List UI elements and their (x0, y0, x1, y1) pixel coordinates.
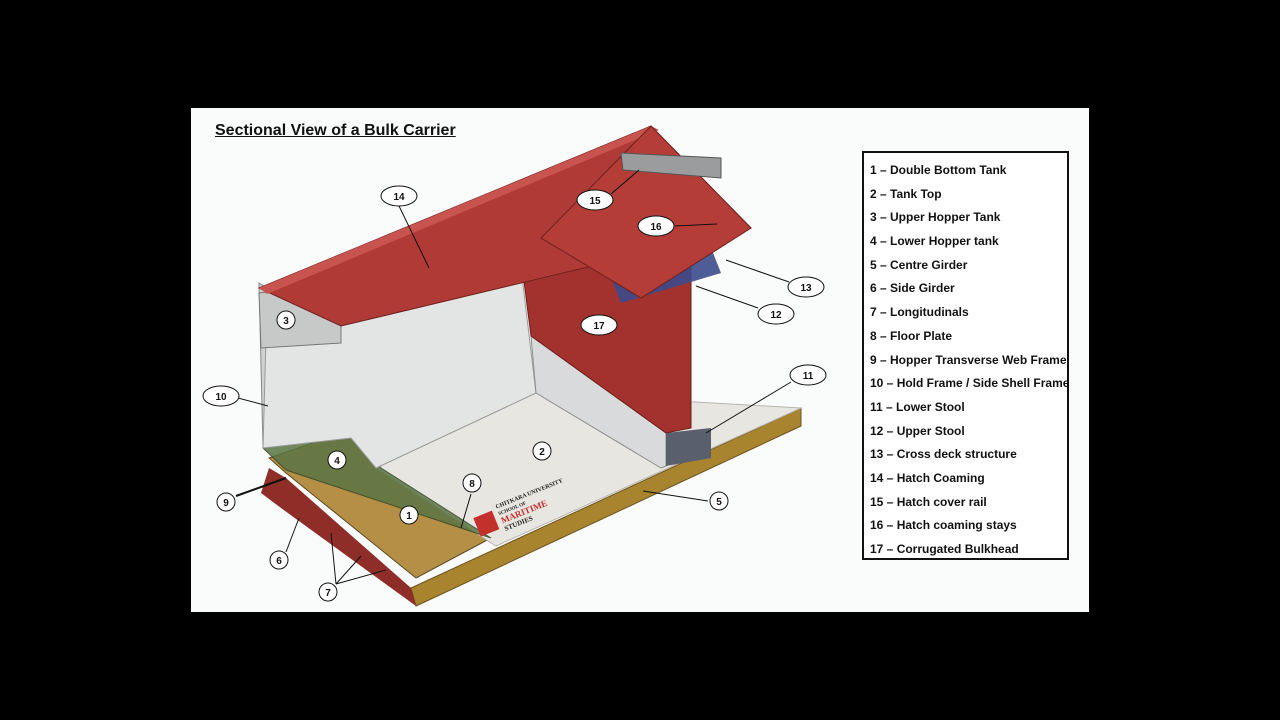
callout-2: 2 (532, 441, 552, 461)
callout-3: 3 (276, 310, 296, 330)
svg-text:12: 12 (770, 310, 782, 321)
legend-item: 17 – Corrugated Bulkhead (870, 542, 1019, 556)
callout-15: 15 (576, 169, 640, 211)
callout-9: 9 (216, 477, 287, 512)
svg-text:13: 13 (800, 283, 812, 294)
hatch-cover-rail (620, 152, 722, 179)
callout-14: 14 (380, 185, 430, 269)
callouts: 14 15 16 13 12 17 3 11 10 4 2 9 8 1 5 6 … (202, 169, 827, 602)
svg-text:11: 11 (803, 371, 814, 382)
legend-item: 3 – Upper Hopper Tank (870, 210, 1001, 225)
legend-item: 5 – Centre Girder (870, 257, 968, 272)
callout-6: 6 (269, 517, 300, 570)
svg-text:16: 16 (650, 222, 662, 233)
legend-item: 15 – Hatch cover rail (870, 494, 987, 509)
callout-17: 17 (580, 314, 618, 336)
legend-item: 11 – Lower Stool (870, 399, 965, 414)
lower-stool-base (666, 428, 711, 466)
legend-item: 2 – Tank Top (870, 186, 942, 201)
svg-text:15: 15 (589, 196, 601, 207)
callout-5: 5 (642, 490, 729, 511)
diagram-title: Sectional View of a Bulk Carrier (215, 122, 456, 139)
svg-text:6: 6 (276, 556, 282, 567)
hatch-coaming-top (259, 126, 659, 294)
cross-deck-plate (540, 125, 752, 299)
svg-text:2: 2 (539, 447, 545, 458)
legend-item: 14 – Hatch Coaming (870, 470, 985, 485)
svg-text:14: 14 (393, 192, 405, 203)
svg-text:4: 4 (334, 456, 340, 467)
svg-text:17: 17 (593, 321, 605, 332)
legend-item: 9 – Hopper Transverse Web Frame (870, 352, 1067, 367)
legend-item: 8 – Floor Plate (870, 328, 953, 343)
svg-text:8: 8 (469, 479, 475, 490)
callout-1: 1 (399, 505, 419, 525)
legend-item: 7 – Longitudinals (870, 305, 969, 320)
legend-item: 13 – Cross deck structure (870, 447, 1017, 462)
callout-10: 10 (202, 385, 269, 407)
callout-8: 8 (460, 473, 482, 529)
callout-13: 13 (725, 259, 825, 298)
legend-item: 4 – Lower Hopper tank (870, 234, 999, 249)
legend-item: 6 – Side Girder (870, 281, 955, 296)
callout-4: 4 (327, 450, 347, 470)
callout-12: 12 (695, 285, 795, 325)
legend-item: 1 – Double Bottom Tank (870, 163, 1007, 177)
legend-item: 16 – Hatch coaming stays (870, 518, 1017, 533)
legend-item: 10 – Hold Frame / Side Shell Frame (870, 376, 1070, 391)
slide: Sectional View of a Bulk Carrier 14 15 1… (191, 108, 1089, 612)
callout-11: 11 (705, 364, 827, 434)
svg-text:3: 3 (283, 316, 289, 327)
svg-text:9: 9 (223, 498, 229, 509)
svg-text:1: 1 (406, 511, 412, 522)
legend-item: 12 – Upper Stool (870, 423, 965, 438)
svg-text:7: 7 (325, 588, 331, 599)
legend-box: 1 – Double Bottom Tank 2 – Tank Top 3 – … (862, 151, 1069, 560)
bulk-carrier-section-diagram: 14 15 16 13 12 17 3 11 10 4 2 9 8 1 5 6 … (202, 125, 827, 607)
bottom-shell (261, 468, 416, 606)
callout-16: 16 (637, 215, 718, 237)
callout-7: 7 (318, 532, 387, 602)
svg-text:10: 10 (215, 392, 227, 403)
svg-text:5: 5 (716, 497, 722, 508)
